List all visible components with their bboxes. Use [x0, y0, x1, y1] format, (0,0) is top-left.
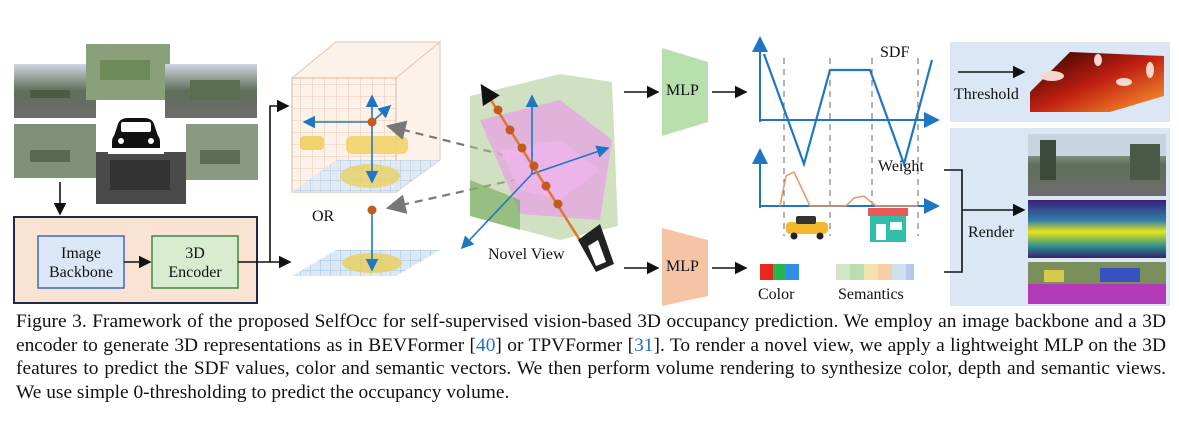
image-backbone-box [37, 235, 125, 289]
citation-link-31[interactable]: 31 [634, 334, 654, 356]
occupancy-scene [460, 74, 618, 272]
weight-label: Weight [878, 158, 924, 175]
mlp-top-label: MLP [666, 82, 699, 99]
rendered-semantics [1028, 262, 1166, 304]
color-vector [760, 264, 799, 280]
taxi-icon [786, 222, 828, 234]
caption-middle: ] or TPVFormer [ [495, 334, 635, 356]
figure-caption: Figure 3. Framework of the proposed Self… [16, 310, 1166, 404]
rendered-depth [1028, 200, 1166, 258]
occupancy-render [1030, 52, 1164, 112]
render-label: Render [968, 224, 1015, 241]
framework-figure: Image Backbone 3D Encoder OR Novel View … [13, 36, 1170, 306]
caption-prefix: Figure 3. Framework of the proposed Self… [16, 311, 1166, 356]
weight-plot [752, 148, 940, 242]
encoder-3d-box [151, 235, 239, 289]
image-backbone-label: Image Backbone [49, 245, 113, 281]
mlp-bottom-label: MLP [666, 258, 699, 275]
mlp-bottom-shape [662, 228, 708, 306]
mlp-top-shape [662, 48, 708, 136]
bev-plane [292, 205, 440, 276]
threshold-label: Threshold [954, 86, 1019, 103]
sdf-label: SDF [880, 44, 910, 61]
citation-link-40[interactable]: 40 [476, 334, 496, 356]
camera-images [14, 44, 258, 204]
caption-suffix: ]. To render a novel view, we apply a li… [16, 334, 1166, 403]
semantics-label: Semantics [838, 286, 904, 303]
semantics-vector [836, 264, 914, 280]
novel-view-label: Novel View [488, 246, 565, 263]
or-label: OR [312, 208, 335, 225]
encoder-3d-label: 3D Encoder [168, 245, 222, 281]
rendered-rgb [1028, 134, 1166, 196]
tpv-volume [290, 40, 442, 193]
figure-graphics [13, 36, 1170, 306]
color-label: Color [758, 286, 795, 303]
